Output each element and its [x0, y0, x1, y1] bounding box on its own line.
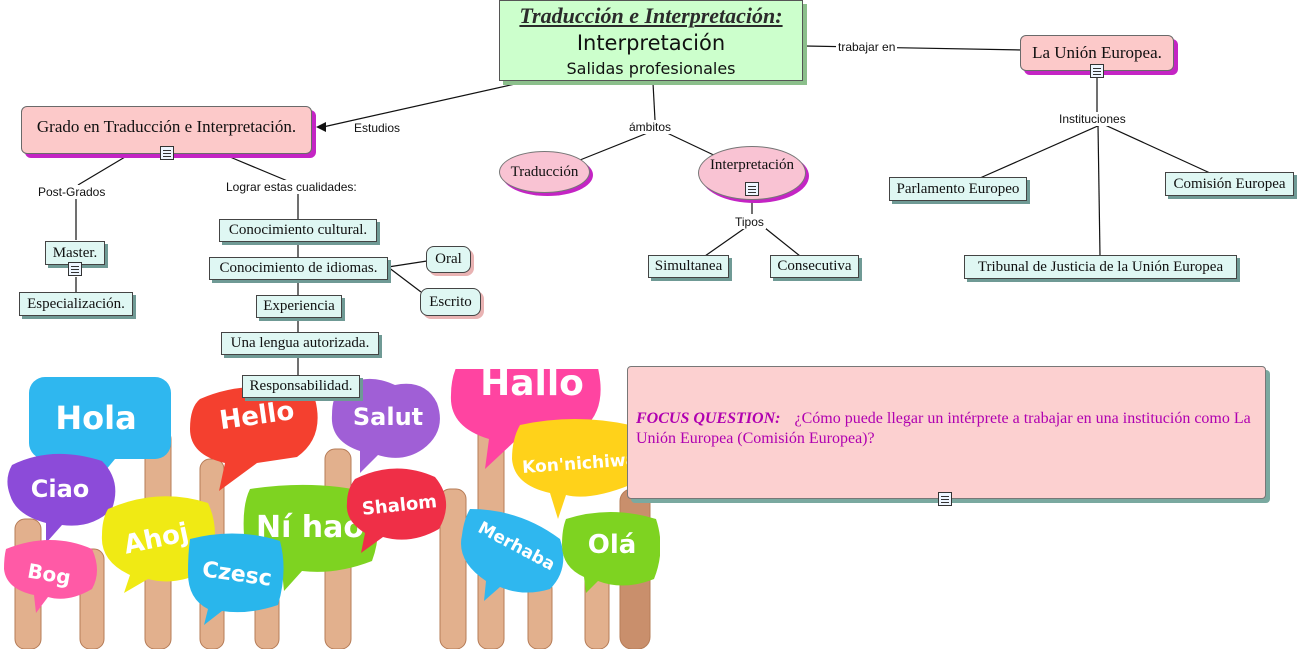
concept-cultural-label: Conocimiento cultural.: [228, 222, 368, 238]
concept-union-europea[interactable]: La Unión Europea.: [1020, 35, 1174, 71]
focus-question-body: ¿Cómo puede llegar un intérprete a traba…: [636, 410, 1251, 447]
concept-comision-label: Comisión Europea: [1173, 175, 1286, 192]
concept-consecutiva-label: Consecutiva: [777, 258, 852, 274]
concept-cultural[interactable]: Conocimiento cultural.: [219, 219, 377, 242]
concept-master-label: Master.: [52, 244, 98, 261]
concept-experiencia[interactable]: Experiencia: [256, 295, 342, 318]
concept-grado-label: Grado en Traducción e Interpretación.: [36, 117, 297, 136]
concept-responsabilidad[interactable]: Responsabilidad.: [242, 375, 360, 398]
concept-simultanea-label: Simultanea: [654, 258, 723, 274]
document-icon[interactable]: [745, 182, 759, 196]
concept-idiomas[interactable]: Conocimiento de idiomas.: [209, 257, 388, 280]
concept-traduccion[interactable]: Traducción: [499, 151, 590, 193]
bubble-merhaba-shape: [461, 509, 564, 601]
document-icon[interactable]: [938, 492, 952, 506]
concept-union-label: La Unión Europea.: [1032, 43, 1162, 62]
bubble-hola: Hola: [55, 399, 136, 437]
concept-oral[interactable]: Oral: [426, 246, 471, 273]
concept-oral-label: Oral: [435, 251, 462, 267]
main-title: Traducción e Interpretación:: [519, 3, 783, 28]
focus-question-heading: FOCUS QUESTION:: [636, 410, 781, 427]
link-label-estudios: Estudios: [352, 121, 403, 135]
concept-master[interactable]: Master.: [45, 241, 105, 265]
bubble-czesc-shape: [188, 533, 284, 625]
concept-escrito-label: Escrito: [429, 293, 472, 310]
main-tagline: Salidas profesionales: [566, 59, 736, 78]
focus-question-text: FOCUS QUESTION: ¿Cómo puede llegar un in…: [636, 409, 1261, 449]
link-label-cualidades: Lograr estas cualidades:: [224, 180, 359, 194]
concept-tribunal-label: Tribunal de Justicia de la Unión Europea: [977, 258, 1224, 275]
concept-interpretacion[interactable]: Interpretación: [698, 146, 806, 200]
focus-question-box[interactable]: FOCUS QUESTION: ¿Cómo puede llegar un in…: [627, 366, 1266, 499]
concept-simultanea[interactable]: Simultanea: [648, 255, 729, 278]
concept-especializacion-label: Especialización.: [27, 295, 125, 312]
bubble-hallo: Hallo: [480, 369, 584, 404]
document-icon[interactable]: [160, 146, 174, 160]
concept-traduccion-label: Traducción: [510, 163, 579, 180]
concept-tribunal[interactable]: Tribunal de Justicia de la Unión Europea: [964, 255, 1237, 279]
bubble-ola: Olá: [588, 530, 637, 560]
bubble-salut: Salut: [353, 403, 423, 431]
concept-parlamento-label: Parlamento Europeo: [896, 180, 1020, 197]
concept-comision[interactable]: Comisión Europea: [1165, 172, 1294, 196]
bubble-salut-shape: [331, 378, 440, 473]
greetings-illustration: Hola Hello Salut Hallo Kon'nichiwa Ciao …: [4, 369, 660, 649]
bubble-ahoj-shape: [101, 496, 215, 593]
main-subtitle: Interpretación: [576, 31, 726, 55]
concept-escrito[interactable]: Escrito: [420, 288, 481, 316]
link-label-tipos: Tipos: [733, 215, 766, 229]
link-label-ambitos: ámbitos: [627, 120, 674, 134]
document-icon[interactable]: [68, 262, 82, 276]
bubble-ciao-shape: [7, 453, 116, 543]
bubble-ciao: Ciao: [31, 475, 90, 503]
concept-experiencia-label: Experiencia: [263, 298, 335, 314]
concept-lengua[interactable]: Una lengua autorizada.: [221, 332, 379, 355]
bubble-nihao: Ní hao: [256, 510, 364, 545]
concept-especializacion[interactable]: Especialización.: [19, 292, 133, 316]
bubble-ola-shape: [562, 512, 660, 593]
bubble-bog-shape: [4, 540, 97, 613]
link-label-postgrados: Post-Grados: [36, 185, 108, 199]
link-label-trabajar: trabajar en: [836, 40, 898, 54]
bubble-konnichiwa-shape: [512, 419, 636, 519]
concept-lengua-label: Una lengua autorizada.: [230, 335, 370, 351]
document-icon[interactable]: [1090, 64, 1104, 78]
link-label-instituciones: Instituciones: [1057, 112, 1128, 126]
concept-responsabilidad-label: Responsabilidad.: [249, 378, 353, 394]
concept-consecutiva[interactable]: Consecutiva: [770, 255, 859, 278]
bubble-shalom-shape: [346, 468, 447, 553]
concept-idiomas-label: Conocimiento de idiomas.: [219, 260, 378, 276]
main-concept[interactable]: Traducción e Interpretación: Interpretac…: [499, 0, 803, 81]
concept-interpretacion-label: Interpretación: [709, 156, 795, 173]
bubble-hello-shape: [190, 387, 318, 491]
concept-parlamento[interactable]: Parlamento Europeo: [889, 177, 1027, 201]
bubble-hallo-shape: [450, 369, 601, 469]
